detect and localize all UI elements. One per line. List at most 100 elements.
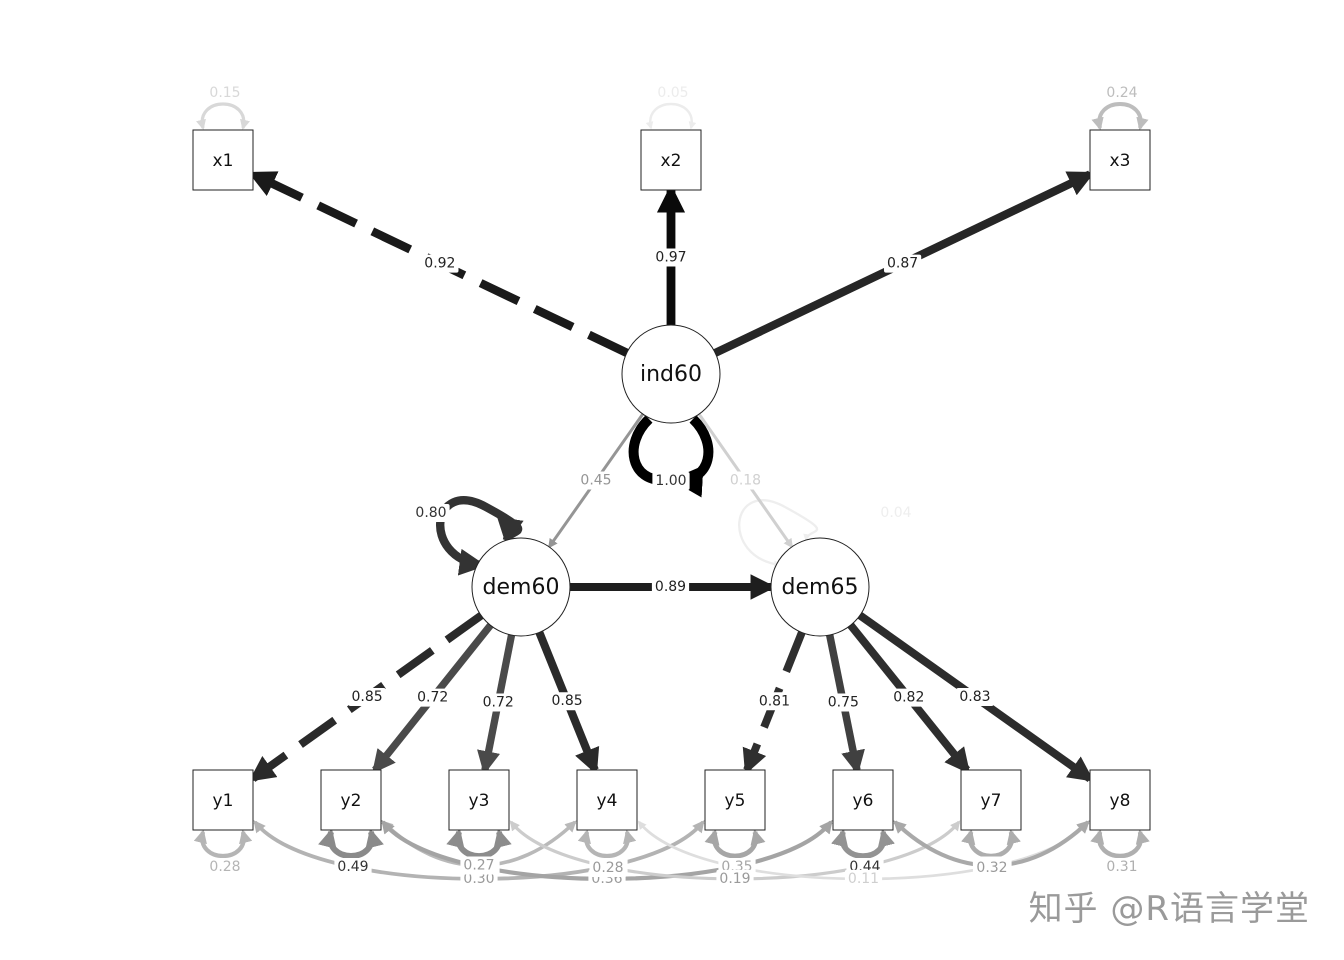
reg-label-ind60-dem65: 0.18 [730, 473, 761, 489]
observed-node-x3 [1089, 129, 1151, 191]
observed-label-y7: y7 [981, 791, 1002, 811]
latent-node-dem65 [770, 537, 870, 637]
reg-label-ind60-dem65-bg [726, 471, 765, 490]
latent-node-ind60 [621, 324, 721, 424]
variance-label-y2: 0.49 [337, 859, 368, 875]
latent-label-dem65: dem65 [782, 575, 859, 600]
reg-label-ind60-dem60: 0.45 [580, 473, 611, 489]
cov-label-y3-y7-bg [716, 869, 754, 888]
variance-label-y1-bg [206, 858, 244, 876]
observed-label-x3: x3 [1110, 151, 1131, 171]
loading-label-dem65-y6: 0.75 [828, 695, 859, 711]
variance-label-x2: 0.05 [657, 85, 688, 101]
loading-label-ind60-x2-bg [652, 248, 690, 267]
latent-label-dem60: dem60 [483, 575, 560, 600]
loading-label-dem65-y5-bg [755, 692, 794, 711]
loading-label-dem65-y7-bg [890, 688, 928, 707]
covariance-layer [253, 819, 1090, 881]
variance-label-ind60: 1.00 [655, 473, 686, 489]
observed-node-y8 [1089, 769, 1151, 831]
loading-label-dem60-y2: 0.72 [417, 690, 448, 706]
cov-label-y3-y7: 0.19 [719, 871, 750, 887]
variance-y1 [193, 829, 253, 859]
watermark-text: 知乎 @R语言学堂 [1028, 889, 1310, 929]
loading-label-dem65-y7: 0.82 [893, 690, 924, 706]
loading-label-dem65-y8-bg [956, 688, 994, 707]
observed-label-y3: y3 [469, 791, 490, 811]
reg-label-dem60-dem65: 0.89 [655, 579, 686, 595]
observed-node-y4 [576, 769, 638, 831]
variance-label-x3: 0.24 [1106, 85, 1137, 101]
variance-label-dem60: 0.80 [415, 505, 446, 521]
observed-node-x1 [192, 129, 254, 191]
loading-label-ind60-x1-bg [421, 254, 459, 273]
loading-label-ind60-x2: 0.97 [655, 250, 686, 266]
variance-label-dem65-bg [877, 504, 915, 522]
observed-label-x1: x1 [213, 151, 234, 171]
cov-label-y4-y8: 0.11 [848, 871, 879, 887]
cov-label-y2-y4: 0.27 [463, 857, 494, 873]
loading-label-dem60-y4: 0.85 [552, 693, 583, 709]
variance-label-x2-bg [654, 84, 692, 102]
observed-node-y7 [960, 769, 1022, 831]
observed-label-y2: y2 [341, 791, 362, 811]
variance-label-x3-bg [1103, 84, 1141, 102]
variance-label-dem65: 0.04 [880, 505, 911, 521]
cov-label-y1-y5: 0.30 [463, 871, 494, 887]
observed-node-y6 [832, 769, 894, 831]
loading-label-dem65-y8: 0.83 [959, 689, 990, 705]
observed-label-y6: y6 [853, 791, 874, 811]
variance-x3 [1091, 102, 1149, 131]
loading-label-dem60-y1-bg [348, 688, 386, 707]
variance-y7 [961, 829, 1021, 859]
loading-label-dem60-y3-bg [479, 693, 517, 712]
variance-label-dem60-bg [412, 504, 450, 522]
loading-label-ind60-x3: 0.87 [887, 256, 918, 272]
reg-label-ind60-dem60-bg [577, 471, 615, 490]
observed-label-y8: y8 [1110, 791, 1131, 811]
variance-label-y1: 0.28 [209, 859, 240, 875]
variance-label-y8: 0.31 [1106, 859, 1137, 875]
variance-y3 [446, 828, 512, 859]
variance-y4 [577, 829, 637, 859]
latent-node-dem60 [471, 537, 571, 637]
loading-label-dem60-y4-bg [548, 692, 586, 711]
variance-y5 [704, 829, 766, 859]
label-layer: 0.92 0.97 0.87 0.85 0.72 0.72 0.85 0.81 0.75 0.82… [206, 84, 1141, 888]
loading-label-dem60-y2-bg [414, 688, 452, 707]
variance-label-y2-bg [334, 858, 372, 876]
variance-x2 [645, 102, 697, 130]
observed-label-y4: y4 [597, 791, 618, 811]
variance-y6 [831, 828, 895, 859]
variance-x1 [196, 102, 250, 130]
variance-label-y8-bg [1103, 858, 1141, 876]
observed-label-x2: x2 [661, 151, 682, 171]
cov-label-extra-0: 0.28 [592, 860, 623, 876]
cov-label-y4-y8-bg [844, 869, 883, 888]
cov-label-extra-1-bg [973, 859, 1011, 877]
cov-label-extra-0-bg [589, 859, 627, 877]
variance-ind60 [628, 415, 714, 480]
loading-label-dem65-y6-bg [824, 693, 862, 712]
loading-label-dem60-y3: 0.72 [483, 695, 514, 711]
variance-label-x1: 0.15 [209, 85, 240, 101]
loading-label-ind60-x1: 0.92 [424, 256, 455, 272]
observed-node-y2 [320, 769, 382, 831]
variance-dem60 [436, 496, 524, 576]
loading-label-dem60-y1: 0.85 [351, 689, 382, 705]
variance-y2 [318, 828, 384, 859]
observed-node-x2 [640, 129, 702, 191]
observed-node-y1 [192, 769, 254, 831]
variance-y8 [1090, 829, 1150, 859]
variance-dem65 [738, 499, 819, 568]
cov-label-extra-1: 0.32 [976, 860, 1007, 876]
variance-label-ind60-bg [652, 472, 690, 490]
cov-label-y2-y4-bg [460, 856, 498, 875]
loading-label-ind60-x3-bg [884, 254, 922, 273]
latent-label-ind60: ind60 [640, 362, 702, 387]
reg-label-dem60-dem65-bg [651, 578, 690, 596]
variance-layer [193, 102, 1150, 859]
loading-label-dem65-y5: 0.81 [759, 693, 790, 709]
variance-label-x1-bg [206, 84, 244, 102]
